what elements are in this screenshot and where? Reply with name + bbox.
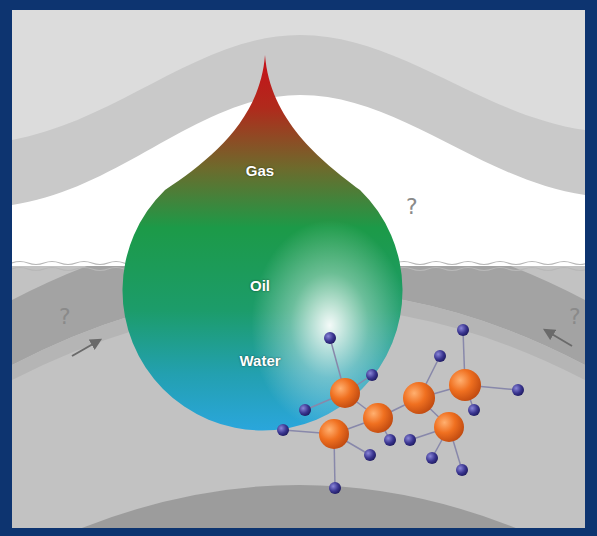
drop-shape: [110, 50, 410, 436]
cap-layer: [12, 35, 585, 528]
fluid-label: Water: [110, 352, 410, 369]
question-mark: ?: [406, 196, 418, 218]
carbon-atoms: [319, 369, 481, 449]
top-layer: [12, 10, 585, 528]
question-mark: ?: [59, 306, 71, 328]
fluid-label: Oil: [110, 277, 410, 294]
question-mark: ?: [569, 306, 581, 328]
flow-arrow: [545, 330, 572, 346]
bonds: [283, 330, 518, 488]
deep-layer: [12, 485, 585, 528]
fluid-drop: GasOilWater: [110, 50, 410, 436]
flow-arrow: [72, 340, 100, 356]
fluid-label: Gas: [110, 162, 410, 179]
hydrogen-atoms: [277, 324, 524, 494]
drop-fill: [123, 55, 403, 430]
drop-glow: [123, 55, 403, 430]
